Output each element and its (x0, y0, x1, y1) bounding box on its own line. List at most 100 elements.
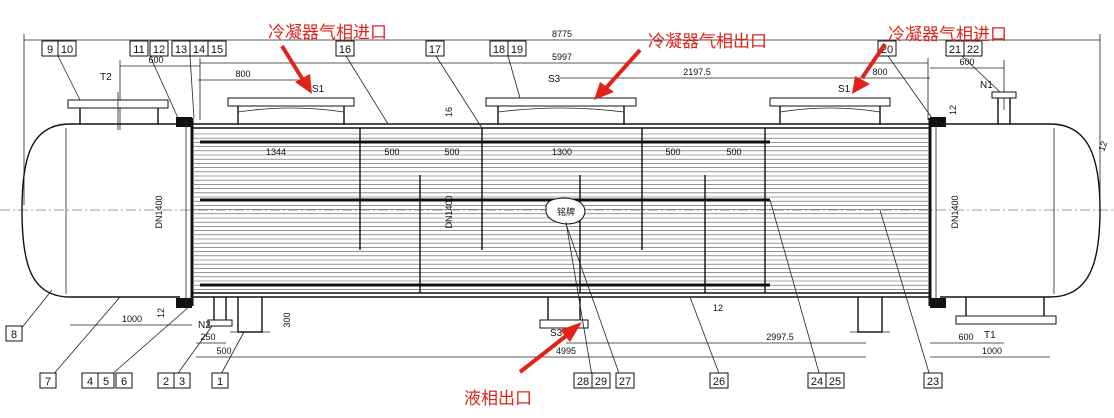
dim-500-a: 500 (384, 147, 399, 157)
part-balloon-label: 19 (511, 44, 523, 56)
part-balloon-label: 26 (713, 376, 725, 388)
dim-12-head: 12 (1096, 140, 1109, 153)
part-balloon-label: 29 (595, 376, 607, 388)
label-n1: N1 (980, 80, 993, 91)
part-balloon-label: 18 (493, 44, 505, 56)
red-arrow-inlet-right (852, 42, 887, 94)
part-balloon-label: 12 (153, 44, 165, 56)
dim-500-b: 500 (444, 147, 459, 157)
nozzle-s1-right (769, 97, 891, 124)
part-balloon-box (57, 40, 77, 57)
dim-dn1400-center: DN1400 (444, 195, 454, 228)
dim-12-bl: 12 (156, 308, 166, 318)
part-balloon-box (207, 40, 227, 57)
dim-1300: 1300 (552, 147, 572, 157)
right-head (1049, 123, 1101, 298)
left-top-flange (176, 117, 192, 127)
annotation-liquid-outlet: 液相出口 (464, 389, 532, 409)
part-balloon-box (335, 40, 355, 57)
part-balloon-box (615, 372, 635, 389)
tie-rods (200, 140, 770, 287)
part-balloon-box (507, 40, 527, 57)
part-balloon-label: 3 (179, 376, 185, 388)
label-s3-top: S3 (548, 74, 561, 85)
part-balloon-box (129, 40, 149, 57)
dim-300: 300 (282, 312, 292, 327)
nozzle-s1-left (227, 97, 355, 124)
left-bottom-flange (176, 298, 192, 308)
dim-4995: 4995 (556, 346, 576, 356)
part-balloon-box (211, 372, 229, 389)
leader-lines (19, 55, 1001, 377)
part-balloon-box (825, 372, 845, 389)
dim-800-right: 800 (872, 67, 887, 77)
part-balloon-label: 21 (949, 44, 961, 56)
part-balloon-box (709, 372, 729, 389)
label-s1-left: S1 (312, 84, 325, 95)
red-arrow-inlet-left (280, 44, 312, 94)
part-balloon-label: 9 (47, 44, 53, 56)
dim-12-bottom: 12 (713, 303, 723, 313)
nozzle-t1 (955, 297, 1057, 325)
label-t1: T1 (984, 330, 996, 341)
part-balloon-label: 6 (121, 376, 127, 388)
part-balloon-label: 4 (87, 376, 93, 388)
dim-total-length: 8775 (552, 29, 572, 39)
part-balloon-box (39, 372, 57, 389)
part-balloon-label: 7 (45, 376, 51, 388)
red-arrow-outlet-top (594, 48, 642, 100)
dim-1000-right: 1000 (982, 346, 1002, 356)
label-t2: T2 (100, 72, 112, 83)
nozzle-labels: T2 S1 S3 S1 N1 N2 S3 T1 (100, 72, 996, 341)
part-balloon-box (149, 40, 169, 57)
right-top-flange (930, 117, 946, 127)
part-balloon-label: 2 (163, 376, 169, 388)
top-dimension-lines (23, 34, 1101, 205)
part-balloon-label: 11 (133, 44, 144, 56)
dim-dn1400-left: DN1400 (154, 195, 164, 228)
part-balloon-label: 5 (103, 376, 109, 388)
left-saddle (237, 297, 263, 333)
part-balloon-label: 23 (927, 376, 939, 388)
part-balloon-box (115, 372, 133, 389)
right-bottom-flange (930, 298, 946, 308)
red-arrow-liquid-outlet (518, 322, 582, 374)
nameplate-label: 铭牌 (557, 206, 575, 218)
nozzle-n1 (991, 91, 1017, 124)
nameplate: 铭牌 (545, 197, 586, 225)
part-balloon-label: 17 (429, 44, 441, 56)
part-balloon-box (173, 372, 191, 389)
dim-600-tl: 600 (148, 55, 163, 65)
part-balloon-label: 25 (829, 376, 841, 388)
left-head (21, 123, 71, 298)
dim-1000-left: 1000 (122, 314, 142, 324)
part-balloon-label: 27 (619, 376, 631, 388)
part-balloon-box (923, 372, 943, 389)
dim-800-left: 800 (235, 69, 250, 79)
nozzle-n2 (207, 297, 233, 327)
part-balloon-label: 13 (175, 44, 187, 56)
part-balloon-label: 28 (577, 376, 589, 388)
part-balloon-label: 16 (339, 44, 351, 56)
part-balloon-box (97, 372, 115, 389)
nozzles (67, 91, 1057, 329)
dim-dn1400-right: DN1400 (950, 195, 960, 228)
part-balloon-box (425, 40, 445, 57)
annotation-outlet-top: 冷凝器气相出口 (648, 32, 767, 52)
part-balloon-label: 24 (811, 376, 823, 388)
part-balloon-label: 8 (11, 329, 17, 341)
part-balloon-label: 15 (211, 44, 223, 56)
annotation-inlet-left: 冷凝器气相进口 (268, 23, 387, 43)
dim-2997: 2997.5 (766, 332, 794, 342)
part-balloon-box (591, 372, 611, 389)
part-balloon-label: 1 (217, 376, 223, 388)
part-balloon-box (963, 40, 983, 57)
saddle-supports (230, 297, 890, 333)
dim-5997: 5997 (552, 52, 572, 62)
part-balloon-box (5, 325, 23, 342)
label-n2: N2 (198, 320, 211, 331)
dim-12-tr: 12 (948, 105, 958, 115)
part-balloon-label: 10 (61, 44, 73, 56)
dim-600-br: 600 (958, 332, 973, 342)
